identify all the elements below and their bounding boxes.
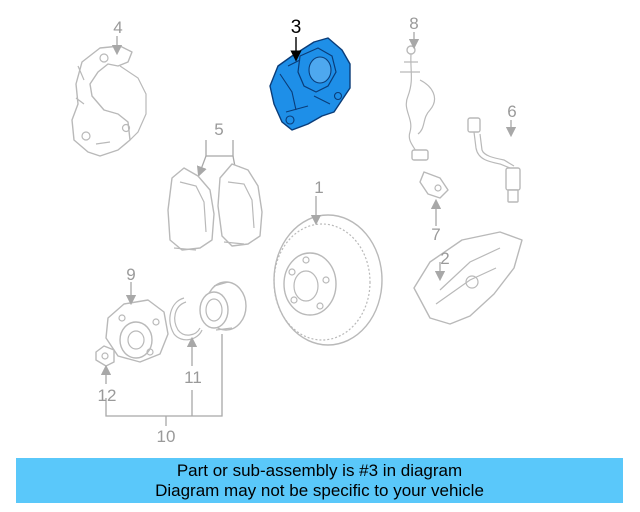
brake-pads-part-5[interactable] — [167, 140, 263, 251]
callout-3: 3 — [291, 17, 302, 38]
callout-2: 2 — [440, 249, 449, 268]
callout-11: 11 — [184, 368, 202, 387]
brake-rotor-part-1[interactable] — [273, 196, 383, 346]
bracket-line-10 — [105, 334, 223, 417]
abs-sensor-wire-part-8[interactable] — [400, 32, 435, 161]
banner-line-2: Diagram may not be specific to your vehi… — [155, 480, 484, 500]
banner-line-1: Part or sub-assembly is #3 in diagram — [176, 460, 463, 480]
brake-hose-part-6[interactable] — [467, 117, 521, 203]
wheel-speed-sensor-part-7[interactable] — [419, 171, 449, 226]
wheel-hub-part-9[interactable] — [105, 282, 169, 363]
splash-shield-part-2[interactable] — [413, 231, 523, 325]
nut-part-12[interactable] — [95, 345, 115, 384]
parts-diagram: 1 2 3 4 5 6 7 8 9 10 11 12 — [71, 14, 523, 446]
callout-5: 5 — [214, 120, 223, 139]
callout-9: 9 — [126, 265, 135, 284]
callout-7: 7 — [431, 225, 440, 244]
bearing-part-10[interactable] — [199, 281, 247, 331]
caliper-bracket-part-4[interactable] — [71, 36, 147, 157]
brake-caliper-part-3[interactable] — [269, 37, 351, 131]
callout-1: 1 — [314, 178, 323, 197]
callout-4: 4 — [113, 18, 122, 37]
callout-8: 8 — [409, 14, 418, 33]
info-banner: Part or sub-assembly is #3 in diagram Di… — [16, 458, 623, 503]
snap-ring-part-11[interactable] — [169, 297, 203, 366]
callout-10: 10 — [157, 427, 176, 446]
callout-12: 12 — [98, 386, 117, 405]
callout-6: 6 — [507, 102, 516, 121]
